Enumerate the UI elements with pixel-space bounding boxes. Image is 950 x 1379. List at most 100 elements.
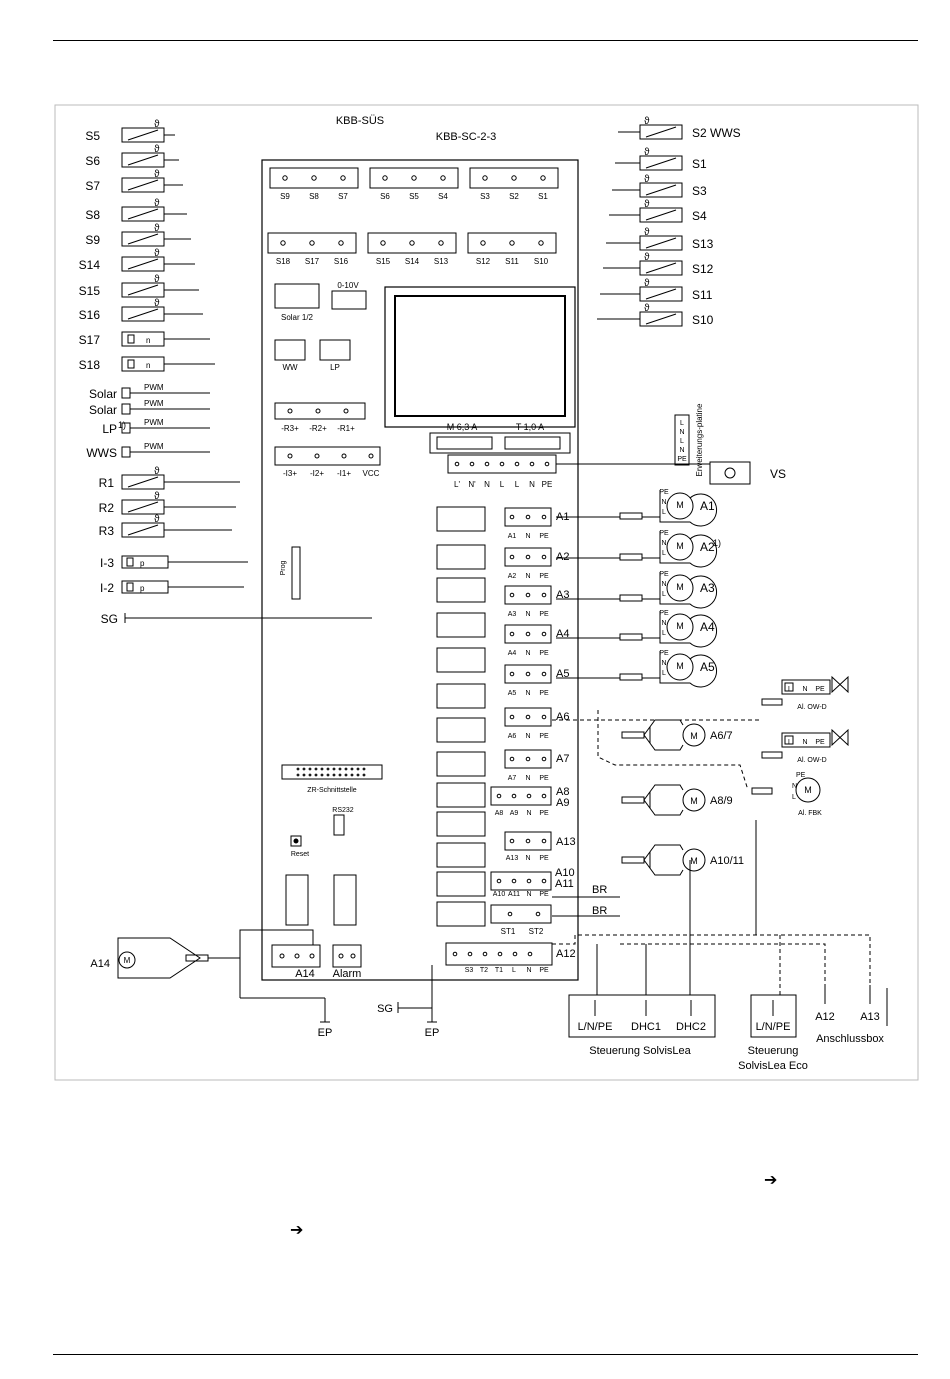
mains-label: L [500,480,505,489]
pwm-label-3: WWS [86,446,117,460]
sensor-slash [645,313,677,325]
bottom-rule [53,1354,918,1355]
output-terminal-a89 [490,786,552,806]
r-pin [343,408,349,414]
a12-pin [512,951,518,957]
theta-symbol: ϑ [154,514,160,525]
out-pin [509,514,515,520]
theta-symbol: ϑ [644,174,650,185]
ep-label-2: EP [425,1027,440,1039]
pump-m: M [690,796,698,806]
r-term-label: -R3+ [281,424,299,433]
terminal-row2-1 [367,232,457,254]
pwm-tag: PWM [144,418,164,427]
motor-pin: N [661,499,666,506]
a14-wire [239,929,314,958]
pump-label-0: A6/7 [710,730,733,742]
out-pin [541,592,547,598]
sensor-slash [645,288,677,300]
out-pin [509,554,515,560]
zr-pin [296,767,300,771]
reference-arrow-2: ➔ [290,1220,304,1239]
pwm-label-1: Solar [89,403,117,417]
sensor-slash [127,129,159,141]
sensor-label-s14: S14 [79,258,101,272]
terminal-pin [480,240,486,246]
out-pin-label: PE [539,690,549,697]
motor-pin: N [661,620,666,627]
pump-label-1: A8/9 [710,795,733,807]
a12-pin-label: S3 [465,967,474,974]
theta-symbol: ϑ [154,119,160,130]
out-pin [541,756,547,762]
eco-box [750,994,797,1038]
pump-m: M [690,731,698,741]
mains-pin [469,461,475,467]
a12-pin [452,951,458,957]
out-pin-label: PE [539,775,549,782]
st-pin [507,911,513,917]
zr-pin [308,773,312,777]
out-pin [525,631,531,637]
motor-pin: L [662,550,666,557]
relay-5 [436,683,486,709]
terminal-label: S14 [405,257,420,266]
kbb-sus-label: KBB-SÜS [336,115,384,127]
resistor-label-r1: R1 [99,476,115,490]
sensor-right-label-0: S2 WWS [692,126,741,140]
relay-12 [436,901,486,927]
pwm-label-0: Solar [89,387,117,401]
sensor-slash [645,209,677,221]
kbb-sc-label: KBB-SC-2-3 [436,131,497,143]
pump-label-2: A10/11 [710,855,744,867]
motor-pin: PE [659,489,669,496]
motor-m: M [676,661,684,671]
fuse1-label: M 6,3 A [447,422,478,432]
out-pin-label: A1 [508,533,517,540]
ww-label: WW [282,363,298,372]
theta-symbol: ϑ [644,278,650,289]
theta-symbol: ϑ [154,274,160,285]
zr-pin [326,773,330,777]
motor-m: M [676,582,684,592]
sensor-terminal-st [490,904,552,924]
eco-caption-2: SolvisLea Eco [738,1060,808,1072]
a12-pin [527,951,533,957]
terminal-label: S18 [276,257,291,266]
fbk-pin: PE [796,772,806,779]
zr-label: ZR-Schnittstelle [307,787,357,794]
terminal-pin [311,175,317,181]
terminal-label: S2 [509,192,519,201]
sensor-slash [127,284,159,296]
relay-7 [436,751,486,777]
output-label-a2: A2 [556,551,569,563]
theta-symbol: ϑ [644,199,650,210]
out-pin-label: A3 [508,611,517,618]
out-pin [541,714,547,720]
zr-connector [281,764,383,780]
output-terminal-a3 [504,585,552,605]
out-pin [509,714,515,720]
terminal-pin [538,240,544,246]
out-pin-label: A11 [508,891,520,898]
dashed-wire [552,934,871,985]
out-pin [526,793,532,799]
r-term-label: -R2+ [309,424,327,433]
r-pin [287,408,293,414]
pump-fuse [621,856,645,864]
sensor-slash [645,237,677,249]
zr-pin [344,767,348,771]
out-pin [496,878,502,884]
zr-pin [362,767,366,771]
output-terminal-a5 [504,664,552,684]
zr-pin [338,773,342,777]
display-screen [394,295,566,417]
n-symbol: n [146,336,150,345]
motor-fuse [619,633,643,641]
terminal-row1-0 [269,167,359,189]
terminal-label: S9 [280,192,290,201]
out-pin [511,878,517,884]
resistor-label-r2: R2 [99,501,115,515]
vs-lamp [724,467,736,479]
theta-symbol: ϑ [154,466,160,477]
